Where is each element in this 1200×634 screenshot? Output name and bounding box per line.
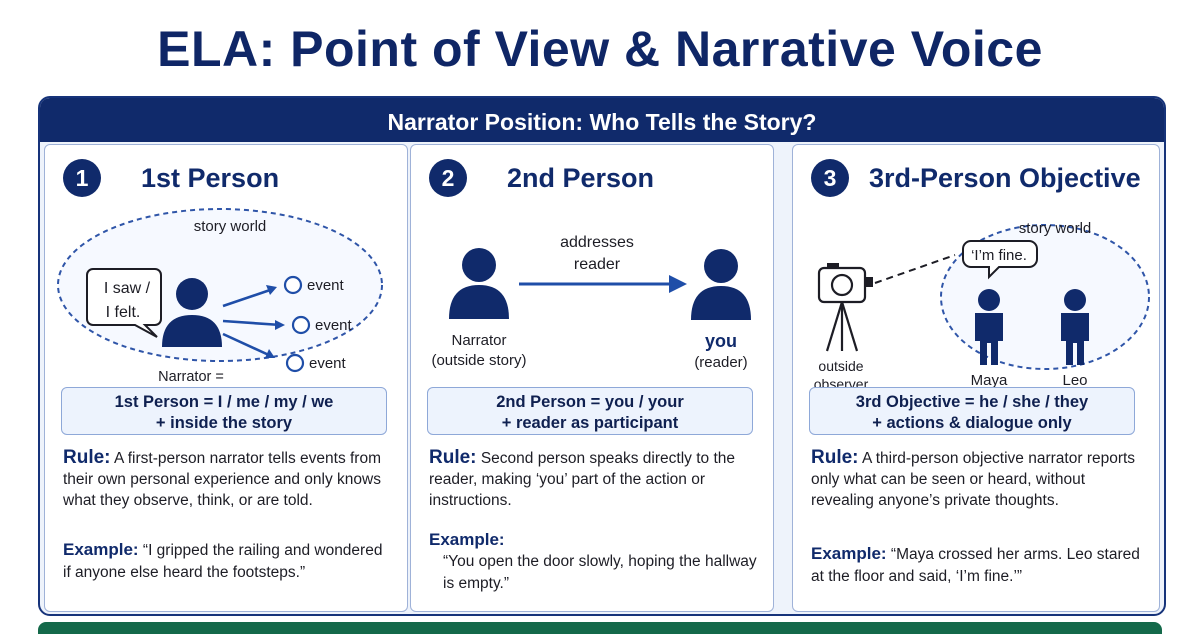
rule-block: Rule: A first-person narrator tells even…: [63, 447, 393, 511]
example-text: “You open the door slowly, hoping the ha…: [443, 553, 757, 592]
rule-label: Rule:: [811, 447, 859, 468]
story-world-label: story world: [1019, 220, 1092, 237]
reader-label-line2: (reader): [694, 354, 747, 371]
rule-text: Second person speaks directly to the rea…: [429, 450, 735, 509]
rule-text: A third-person objective narrator report…: [811, 450, 1136, 509]
panel-first-person: 1 1st Person story world I saw / I felt.…: [44, 144, 408, 612]
panel-title: 3rd-Person Objective: [869, 163, 1141, 193]
formula-line1: 2nd Person = you / your: [496, 393, 684, 411]
panel-second-person: 2 2nd Person addresses reader Narrator (…: [410, 144, 774, 612]
speech-bubble: [86, 268, 162, 338]
address-arrow-icon: [519, 275, 687, 293]
panel-number-badge: 3: [811, 159, 849, 197]
example-label: Example:: [429, 530, 505, 549]
example-label: Example:: [811, 544, 887, 563]
bottom-section-edge: [38, 622, 1162, 634]
rule-label: Rule:: [63, 447, 111, 468]
panel-title: 2nd Person: [507, 163, 655, 193]
example-label: Example:: [63, 540, 139, 559]
maya-figure-icon: [975, 289, 1003, 365]
formula-line2: + actions & dialogue only: [872, 414, 1072, 432]
speech-bubble: [962, 240, 1038, 280]
second-person-scene: addresses reader Narrator (outside story…: [431, 234, 751, 371]
arrow-label-line1: addresses: [560, 234, 634, 251]
narrator-position-frame: Narrator Position: Who Tells the Story? …: [38, 96, 1166, 616]
event-label: event: [315, 317, 353, 334]
panel-title: 1st Person: [141, 163, 280, 193]
event-marker-icon: [291, 315, 311, 335]
rule-block: Rule: Second person speaks directly to t…: [429, 447, 759, 511]
narrator-label-line2: (outside story): [431, 352, 526, 369]
narrator-label-line1: Narrator =: [158, 369, 224, 385]
story-world-label: story world: [194, 218, 267, 235]
line-of-sight: [874, 254, 956, 284]
formula-line1: 1st Person = I / me / my / we: [114, 393, 334, 411]
formula-line2: + inside the story: [155, 414, 293, 432]
third-person-scene: story world ‘I’m fine. outside: [814, 220, 1150, 392]
speech-text-line1: I saw /: [104, 280, 151, 297]
first-person-scene: story world I saw / I felt. event event …: [57, 208, 383, 403]
leo-figure-icon: [1061, 289, 1089, 365]
pronoun-formula: 1st Person = I / me / my / we + inside t…: [61, 387, 387, 435]
speech-text: ‘I’m fine.: [971, 247, 1027, 264]
example-block: Example: “Maya crossed her arms. Leo sta…: [811, 543, 1141, 588]
event-marker-icon: [285, 353, 305, 373]
observer-label-line1: outside: [818, 358, 863, 374]
panel-number-badge: 1: [63, 159, 101, 197]
formula-line2: + reader as participant: [501, 414, 679, 432]
rule-block: Rule: A third-person objective narrator …: [811, 447, 1141, 511]
speech-text-line2: I felt.: [106, 304, 141, 321]
example-text: “Maya crossed her arms. Leo stared at th…: [811, 546, 1140, 585]
reader-figure-icon: [691, 249, 751, 320]
example-text: “I gripped the railing and wondered if a…: [63, 542, 383, 581]
character-name-maya: Maya: [971, 372, 1008, 389]
panel-number-badge: 2: [429, 159, 467, 197]
event-label: event: [309, 355, 347, 372]
rule-label: Rule:: [429, 447, 477, 468]
event-label: event: [307, 277, 345, 294]
pronoun-formula: 3rd Objective = he / she / they + action…: [809, 387, 1135, 435]
event-marker-icon: [283, 275, 303, 295]
pronoun-formula: 2nd Person = you / your + reader as part…: [427, 387, 753, 435]
arrow-label-line2: reader: [574, 256, 621, 273]
example-block: Example: “I gripped the railing and wond…: [63, 539, 393, 584]
narrator-label-line1: Narrator: [451, 332, 506, 349]
camera-icon: [817, 263, 873, 352]
rule-text: A first-person narrator tells events fro…: [63, 450, 381, 509]
formula-line1: 3rd Objective = he / she / they: [855, 393, 1089, 411]
page-title: ELA: Point of View & Narrative Voice: [157, 21, 1043, 77]
section-banner: Narrator Position: Who Tells the Story?: [40, 98, 1164, 142]
narrator-figure-icon: [162, 278, 222, 347]
panel-third-person-objective: 3 3rd-Person Objective story world ‘I’m …: [792, 144, 1160, 612]
character-name-leo: Leo: [1062, 372, 1087, 389]
example-block: Example: “You open the door slowly, hopi…: [429, 529, 759, 595]
reader-label-line1: you: [705, 331, 737, 351]
narrator-figure-icon: [449, 248, 509, 319]
event-arrows: [222, 285, 285, 358]
